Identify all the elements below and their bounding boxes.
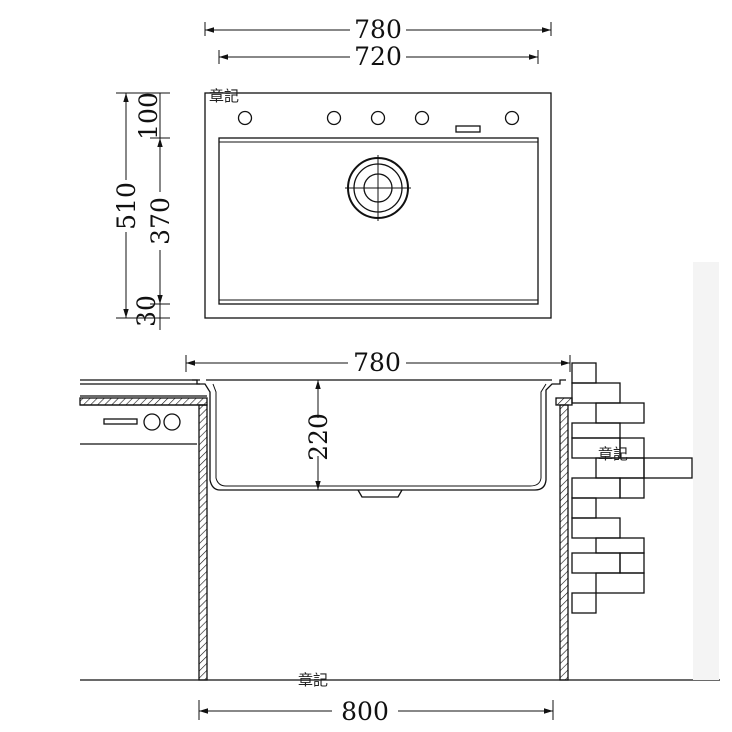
dim-side-width-top: 780 bbox=[353, 348, 401, 377]
dim-top-height-total: 510 bbox=[112, 182, 141, 230]
tap-hole-icon bbox=[414, 110, 430, 126]
tap-hole-icon bbox=[504, 110, 520, 126]
side-view: 780 220 bbox=[79, 262, 720, 726]
cabinet-wall-right bbox=[559, 404, 569, 681]
wall-shadow bbox=[693, 262, 719, 680]
dim-cabinet-width: 800 bbox=[341, 697, 389, 726]
dim-side-depth: 220 bbox=[304, 413, 333, 461]
watermark: 章記 bbox=[298, 671, 328, 689]
drawer-handle-icon bbox=[103, 418, 138, 425]
bowl-outline bbox=[218, 137, 539, 305]
cabinet-wall-left bbox=[198, 404, 208, 681]
watermark: 章記 bbox=[209, 87, 239, 105]
sink-outline bbox=[204, 92, 552, 319]
knob-icon bbox=[143, 413, 161, 431]
drain-icon bbox=[345, 155, 411, 221]
tap-hole-icon bbox=[370, 110, 386, 126]
dim-top-width-inner: 720 bbox=[354, 42, 402, 71]
dim-top-height-bottom: 30 bbox=[132, 295, 161, 327]
dim-top-height-bowl: 370 bbox=[146, 197, 175, 245]
dim-top-width-outer: 780 bbox=[354, 15, 402, 44]
top-view: 780 720 510 100 370 30 章記 bbox=[112, 15, 552, 330]
knob-icon bbox=[163, 413, 181, 431]
tap-hole-icon bbox=[326, 110, 342, 126]
overflow-slot-icon bbox=[455, 125, 481, 133]
watermark: 章記 bbox=[598, 445, 628, 463]
tap-hole-icon bbox=[237, 110, 253, 126]
dim-top-height-top: 100 bbox=[134, 92, 163, 140]
brick-wall bbox=[571, 362, 693, 614]
